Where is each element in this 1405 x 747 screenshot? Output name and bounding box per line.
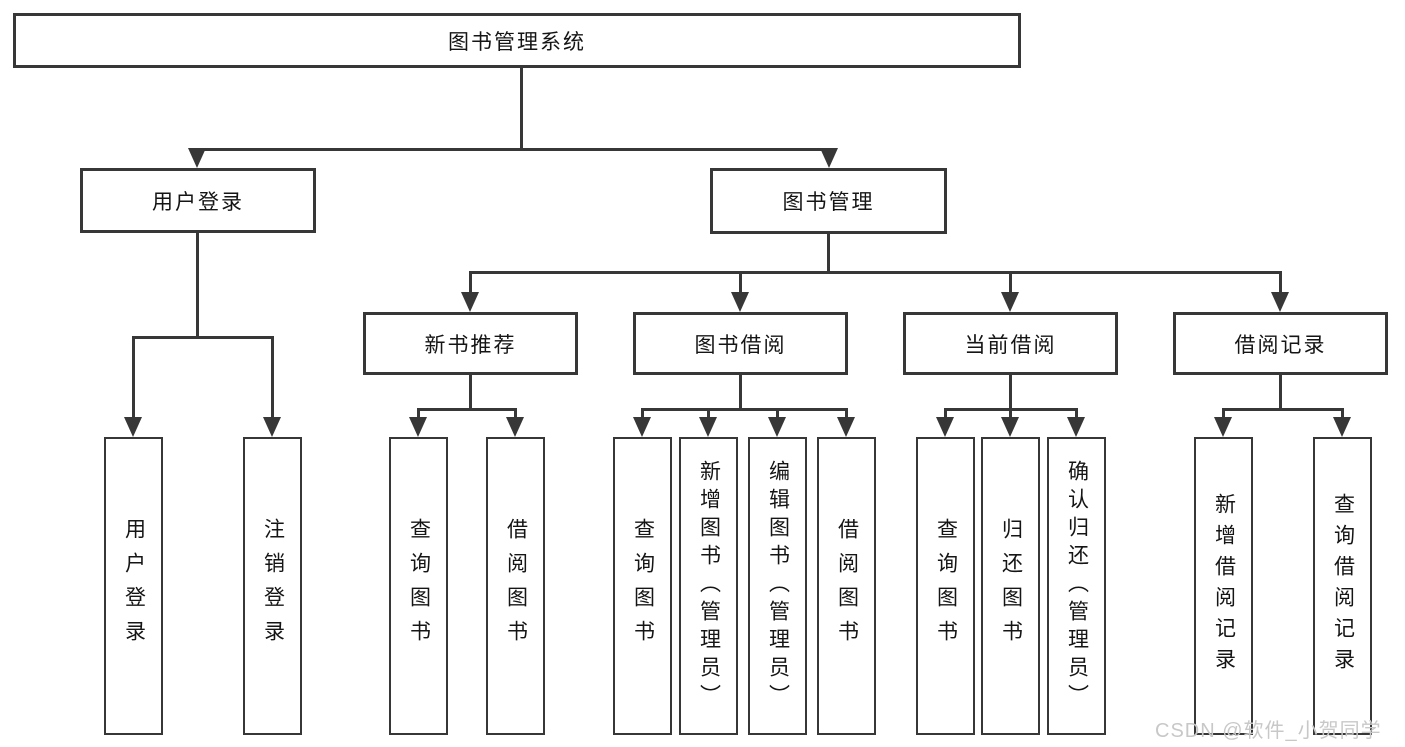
arrowhead-to-borrow-leaf-2 — [699, 417, 717, 437]
connector-login-branch — [132, 336, 274, 339]
node-recommend-query-books: 查询图书 — [389, 437, 448, 735]
node-new-book-recommend: 新书推荐 — [363, 312, 578, 375]
node-current-confirm-return-admin: 确认归还（管理员） — [1047, 437, 1106, 735]
node-borrow-records: 借阅记录 — [1173, 312, 1388, 375]
connector-root-branch — [196, 148, 831, 151]
arrowhead-to-login-leaf-2 — [263, 417, 281, 437]
node-borrow-query-books: 查询图书 — [613, 437, 672, 735]
arrowhead-to-book-borrow — [731, 292, 749, 312]
node-current-borrow: 当前借阅 — [903, 312, 1118, 375]
connector-mgmt-stem-4 — [1279, 271, 1282, 295]
arrowhead-to-borrow-leaf-4 — [837, 417, 855, 437]
connector-borrow-stem-2 — [707, 408, 710, 422]
node-login-user-login: 用户登录 — [104, 437, 163, 735]
connector-borrow-trunk — [739, 375, 742, 408]
node-book-borrow: 图书借阅 — [633, 312, 848, 375]
connector-recommend-trunk — [469, 375, 472, 408]
connector-current-stem-1 — [944, 408, 947, 422]
node-root-library-system: 图书管理系统 — [13, 13, 1021, 68]
node-login-logout: 注销登录 — [243, 437, 302, 735]
node-user-login: 用户登录 — [80, 168, 316, 233]
arrowhead-to-login-leaf-1 — [124, 417, 142, 437]
arrowhead-to-records-leaf-2 — [1333, 417, 1351, 437]
connector-mgmt-stem-3 — [1009, 271, 1012, 295]
connector-borrow-branch — [642, 408, 847, 411]
arrowhead-to-current-leaf-2 — [1001, 417, 1019, 437]
connector-borrow-stem-3 — [776, 408, 779, 422]
connector-records-stem-2 — [1341, 408, 1344, 422]
arrowhead-to-current-borrow — [1001, 292, 1019, 312]
connector-current-trunk — [1009, 375, 1012, 408]
connector-records-trunk — [1279, 375, 1282, 408]
connector-root-trunk — [520, 68, 523, 148]
arrowhead-to-new-book-recommend — [461, 292, 479, 312]
connector-borrow-stem-1 — [641, 408, 644, 422]
arrowhead-to-book-management — [820, 148, 838, 168]
connector-recommend-branch — [417, 408, 516, 411]
arrowhead-to-recommend-leaf-1 — [409, 417, 427, 437]
connector-records-stem-1 — [1222, 408, 1225, 422]
node-records-query-borrow-record: 查询借阅记录 — [1313, 437, 1372, 735]
connector-records-branch — [1222, 408, 1343, 411]
connector-login-stem-1 — [132, 336, 135, 421]
connector-recommend-stem-2 — [514, 408, 517, 422]
connector-recommend-stem-1 — [417, 408, 420, 422]
arrowhead-to-recommend-leaf-2 — [506, 417, 524, 437]
arrowhead-to-current-leaf-1 — [936, 417, 954, 437]
node-borrow-borrow-books: 借阅图书 — [817, 437, 876, 735]
node-current-query-books: 查询图书 — [916, 437, 975, 735]
watermark: CSDN @软件_小贺同学 — [1155, 720, 1382, 742]
connector-login-stem-2 — [271, 336, 274, 421]
arrowhead-to-user-login — [188, 148, 206, 168]
connector-mgmt-stem-1 — [469, 271, 472, 295]
connector-current-stem-2 — [1009, 408, 1012, 422]
node-recommend-borrow-books: 借阅图书 — [486, 437, 545, 735]
connector-mgmt-trunk — [827, 234, 830, 271]
connector-borrow-stem-4 — [845, 408, 848, 422]
node-records-add-borrow-record: 新增借阅记录 — [1194, 437, 1253, 735]
arrowhead-to-borrow-leaf-1 — [633, 417, 651, 437]
connector-current-stem-3 — [1075, 408, 1078, 422]
arrowhead-to-borrow-records — [1271, 292, 1289, 312]
node-book-management: 图书管理 — [710, 168, 947, 234]
node-current-return-books: 归还图书 — [981, 437, 1040, 735]
node-borrow-add-books-admin: 新增图书（管理员） — [679, 437, 738, 735]
arrowhead-to-current-leaf-3 — [1067, 417, 1085, 437]
arrowhead-to-borrow-leaf-3 — [768, 417, 786, 437]
connector-login-trunk — [196, 233, 199, 336]
node-borrow-edit-books-admin: 编辑图书（管理员） — [748, 437, 807, 735]
connector-mgmt-stem-2 — [739, 271, 742, 295]
connector-mgmt-branch — [469, 271, 1281, 274]
arrowhead-to-records-leaf-1 — [1214, 417, 1232, 437]
